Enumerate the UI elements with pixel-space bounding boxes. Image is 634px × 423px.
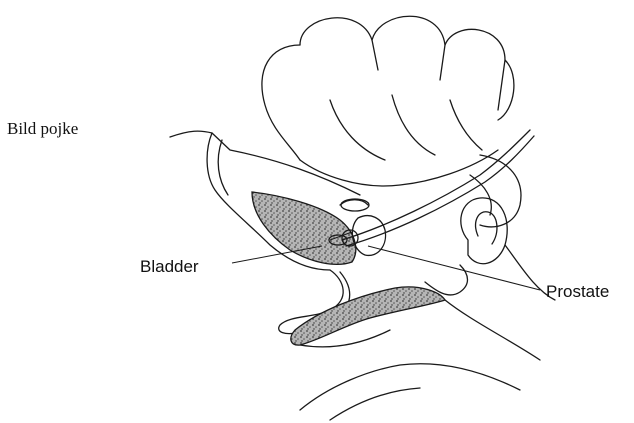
catheter-drawing (329, 130, 534, 246)
bladder-label: Bladder (140, 257, 199, 276)
rectum-organ (291, 287, 445, 345)
prostate-label: Prostate (546, 282, 609, 301)
prostate-leader (368, 246, 540, 290)
bladder-organ (252, 192, 356, 264)
hand-drawing (262, 16, 521, 227)
